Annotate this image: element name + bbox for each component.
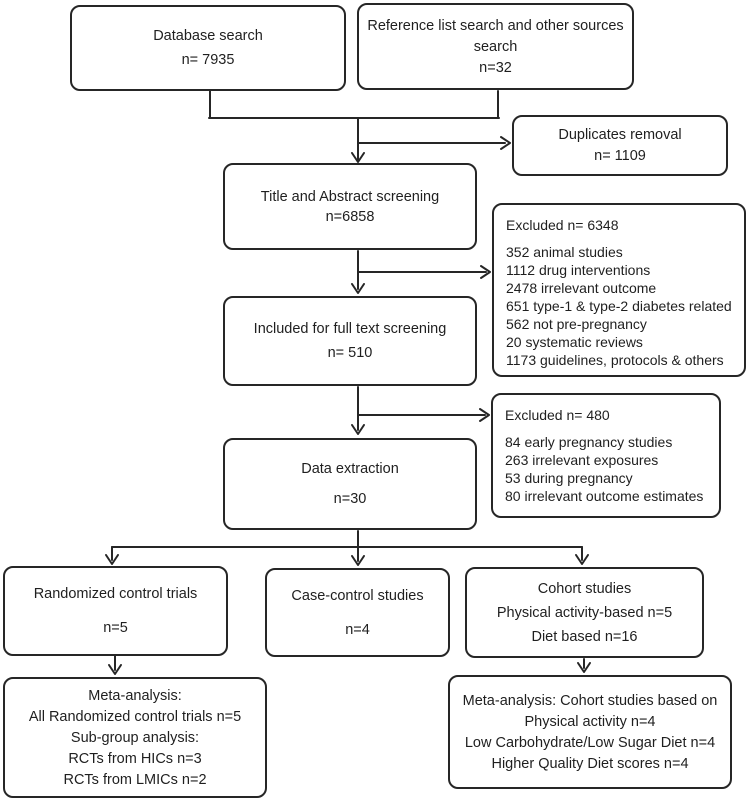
connector-to-meta-rct-arrow bbox=[108, 655, 122, 675]
node-included-full-text-title: Included for full text screening bbox=[253, 321, 447, 337]
connector-to-data-extraction-arrow bbox=[351, 386, 365, 435]
node-cohort-diet: Diet based n=16 bbox=[531, 628, 638, 645]
excluded-screening-item: 2478 irrelevant outcome bbox=[506, 280, 657, 296]
node-reference-search-count: n=32 bbox=[479, 59, 512, 76]
connector-to-case-control-arrow bbox=[351, 546, 365, 566]
node-rct-title: Randomized control trials bbox=[33, 586, 198, 602]
meta-cohort-line: Physical activity n=4 bbox=[524, 713, 656, 730]
node-case-control-title: Case-control studies bbox=[291, 587, 424, 604]
node-data-extraction-title: Data extraction bbox=[301, 461, 399, 477]
connector-to-excluded-screening-arrow bbox=[357, 265, 491, 279]
excluded-screening-item: 1112 drug interventions bbox=[506, 262, 651, 278]
node-duplicates-removal-count: n= 1109 bbox=[594, 148, 646, 164]
connector-to-excluded-fulltext-arrow bbox=[357, 408, 490, 422]
node-database-search-count: n= 7935 bbox=[181, 52, 235, 68]
excluded-screening-item: 1173 guidelines, protocols & others bbox=[506, 352, 724, 368]
connector-to-title-screening-arrow bbox=[351, 117, 365, 163]
node-database-search: Database search n= 7935 bbox=[70, 5, 346, 91]
node-reference-search-title-line2: search bbox=[473, 38, 518, 55]
meta-cohort-line: Low Carbohydrate/Low Sugar Diet n=4 bbox=[464, 734, 716, 751]
node-cohort-studies: Cohort studies Physical activity-based n… bbox=[465, 567, 704, 658]
meta-rct-line: All Randomized control trials n=5 bbox=[28, 708, 242, 725]
excluded-full-text-item: 53 during pregnancy bbox=[505, 470, 633, 486]
node-case-control-studies: Case-control studies n=4 bbox=[265, 568, 450, 657]
node-meta-analysis-rct: Meta-analysis: All Randomized control tr… bbox=[3, 677, 267, 798]
excluded-screening-item: 651 type-1 & type-2 diabetes related bbox=[506, 298, 732, 314]
meta-cohort-line: Higher Quality Diet scores n=4 bbox=[491, 755, 689, 772]
node-included-full-text-count: n= 510 bbox=[327, 345, 373, 361]
node-meta-analysis-cohort: Meta-analysis: Cohort studies based on P… bbox=[448, 675, 732, 789]
node-reference-search: Reference list search and other sources … bbox=[357, 3, 634, 90]
node-duplicates-removal-title: Duplicates removal bbox=[558, 127, 682, 143]
node-randomized-control-trials: Randomized control trials n=5 bbox=[3, 566, 228, 656]
node-title-abstract-screening-label: Title and Abstract screening n=6858 bbox=[260, 188, 440, 225]
excluded-full-text-item: 263 irrelevant exposures bbox=[505, 452, 659, 468]
node-excluded-full-text: Excluded n= 480 84 early pregnancy studi… bbox=[491, 393, 721, 518]
node-data-extraction: Data extraction n=30 bbox=[223, 438, 477, 530]
node-data-extraction-count: n=30 bbox=[333, 491, 367, 507]
meta-cohort-line: Meta-analysis: Cohort studies based on bbox=[462, 692, 718, 709]
meta-rct-line: RCTs from HICs n=3 bbox=[68, 750, 202, 767]
node-cohort-physical-activity: Physical activity-based n=5 bbox=[496, 604, 673, 621]
connector-to-rct-arrow bbox=[105, 546, 119, 565]
excluded-full-text-item: 80 irrelevant outcome estimates bbox=[505, 488, 704, 504]
node-excluded-screening-header: Excluded n= 6348 bbox=[506, 217, 619, 233]
node-included-full-text: Included for full text screening n= 510 bbox=[223, 296, 477, 386]
connector-to-meta-cohort-arrow bbox=[577, 658, 591, 673]
connector-to-cohort-arrow bbox=[575, 546, 589, 565]
meta-rct-line: RCTs from LMICs n=2 bbox=[63, 771, 207, 788]
meta-rct-line: Sub-group analysis: bbox=[70, 729, 200, 746]
node-rct-count: n=5 bbox=[103, 620, 128, 636]
node-database-search-title: Database search bbox=[153, 28, 263, 44]
excluded-screening-item: 562 not pre-pregnancy bbox=[506, 316, 647, 332]
node-duplicates-removal: Duplicates removal n= 1109 bbox=[512, 115, 728, 176]
connector-to-included-arrow bbox=[351, 250, 365, 294]
node-title-abstract-screening: Title and Abstract screening n=6858 bbox=[223, 163, 477, 250]
node-cohort-title: Cohort studies bbox=[537, 580, 632, 597]
excluded-screening-item: 20 systematic reviews bbox=[506, 334, 643, 350]
node-excluded-full-text-header: Excluded n= 480 bbox=[505, 407, 610, 423]
meta-rct-line: Meta-analysis: bbox=[88, 687, 182, 704]
node-excluded-screening: Excluded n= 6348 352 animal studies 1112… bbox=[492, 203, 746, 377]
node-reference-search-title-line1: Reference list search and other sources bbox=[367, 17, 624, 34]
node-case-control-count: n=4 bbox=[345, 621, 370, 638]
connector-to-duplicates-arrow bbox=[357, 136, 511, 150]
excluded-screening-item: 352 animal studies bbox=[506, 244, 623, 260]
excluded-full-text-item: 84 early pregnancy studies bbox=[505, 434, 673, 450]
